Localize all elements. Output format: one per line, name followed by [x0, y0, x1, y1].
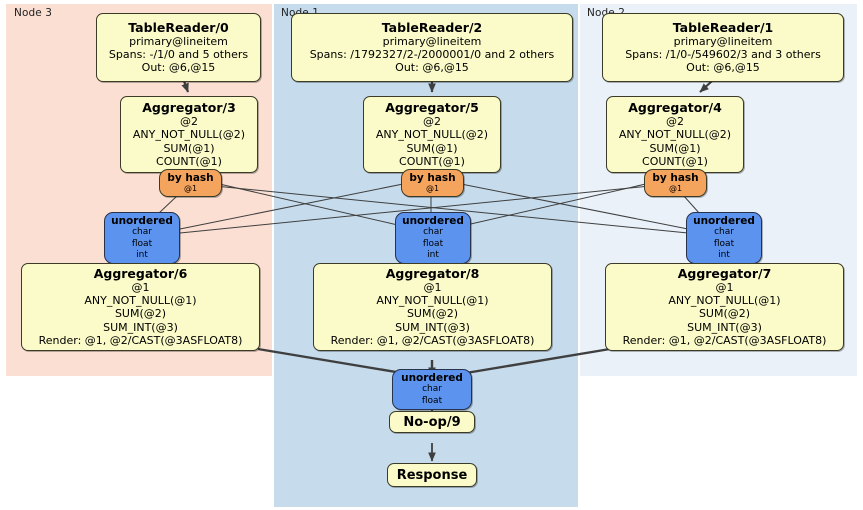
node-line: SUM_INT(@3) — [103, 320, 178, 334]
sync-title: unordered — [111, 214, 173, 227]
sync-title: unordered — [402, 214, 464, 227]
node-line: ANY_NOT_NULL(@2) — [375, 128, 489, 142]
sync-title: unordered — [401, 371, 463, 384]
sync-line: char — [422, 384, 442, 395]
sync-line: char — [132, 227, 152, 237]
node-line: @1 — [131, 280, 150, 294]
sync-line: int — [136, 250, 148, 260]
sync-line: char — [714, 227, 734, 237]
router-title: by hash — [652, 172, 699, 184]
node-line: primary@lineitem — [129, 34, 228, 48]
sync-unordered-right[interactable]: unordered char float int — [686, 212, 762, 264]
sync-line: float — [422, 238, 444, 249]
sync-line: int — [427, 250, 439, 260]
node-response[interactable]: Response — [387, 463, 477, 487]
node-line: @2 — [666, 115, 684, 129]
node-title: No-op/9 — [403, 414, 461, 430]
node-title: Aggregator/5 — [385, 100, 479, 116]
router-title: by hash — [167, 172, 214, 184]
node-title: TableReader/0 — [128, 19, 229, 35]
node-line: @2 — [423, 115, 441, 129]
node-line: @1 — [423, 280, 442, 294]
router-line: @1 — [425, 184, 440, 193]
node-line: Out: @6,@15 — [395, 61, 469, 75]
node-line: SUM(@2) — [698, 307, 751, 321]
router-line: @1 — [668, 184, 683, 193]
node-title: Response — [396, 467, 468, 483]
node-title: TableReader/1 — [672, 19, 774, 35]
node-line: primary@lineitem — [382, 34, 482, 48]
node-title: Aggregator/6 — [93, 265, 188, 281]
node-line: COUNT(@1) — [642, 154, 708, 168]
node-line: Spans: /1/0-/549602/3 and 3 others — [625, 47, 821, 61]
node-aggregator-5[interactable]: Aggregator/5 @2 ANY_NOT_NULL(@2) SUM(@1)… — [363, 96, 501, 173]
node-line: SUM(@2) — [406, 307, 459, 321]
node-line: SUM(@1) — [163, 141, 215, 155]
panel-label-node-3: Node 3 — [14, 7, 53, 19]
node-line: SUM_INT(@3) — [687, 320, 762, 334]
node-line: Out: @6,@15 — [686, 61, 760, 75]
node-line: SUM(@2) — [114, 307, 167, 321]
sync-unordered-final[interactable]: unordered char float — [392, 369, 472, 410]
sync-line: float — [713, 238, 735, 249]
node-line: SUM(@1) — [406, 141, 458, 155]
sync-line: float — [421, 395, 443, 406]
sync-line: int — [718, 250, 730, 260]
node-line: ANY_NOT_NULL(@1) — [668, 294, 781, 308]
node-line: COUNT(@1) — [156, 154, 222, 168]
node-line: ANY_NOT_NULL(@2) — [132, 128, 246, 142]
node-noop-9[interactable]: No-op/9 — [389, 411, 475, 433]
sync-line: float — [131, 238, 153, 249]
node-title: Aggregator/8 — [385, 265, 480, 281]
node-line: SUM(@1) — [649, 141, 701, 155]
node-line: Spans: /1792327/2-/2000001/0 and 2 other… — [309, 47, 555, 61]
node-title: Aggregator/7 — [677, 265, 772, 281]
node-line: Render: @1, @2/CAST(@3ASFLOAT8) — [38, 333, 243, 347]
router-by-hash-center[interactable]: by hash @1 — [401, 169, 464, 197]
node-line: ANY_NOT_NULL(@1) — [376, 294, 489, 308]
node-title: TableReader/2 — [381, 19, 483, 35]
sync-title: unordered — [693, 214, 755, 227]
sync-line: char — [423, 227, 443, 237]
node-line: ANY_NOT_NULL(@1) — [84, 294, 197, 308]
router-by-hash-right[interactable]: by hash @1 — [644, 169, 707, 197]
node-aggregator-7[interactable]: Aggregator/7 @1 ANY_NOT_NULL(@1) SUM(@2)… — [605, 263, 844, 351]
node-aggregator-4[interactable]: Aggregator/4 @2 ANY_NOT_NULL(@2) SUM(@1)… — [606, 96, 744, 173]
node-title: Aggregator/3 — [142, 100, 236, 116]
node-line: @2 — [180, 115, 198, 129]
node-line: Render: @1, @2/CAST(@3ASFLOAT8) — [622, 333, 827, 347]
node-line: Out: @6,@15 — [141, 61, 216, 75]
node-aggregator-6[interactable]: Aggregator/6 @1 ANY_NOT_NULL(@1) SUM(@2)… — [21, 263, 260, 351]
node-tablereader-1[interactable]: TableReader/1 primary@lineitem Spans: /1… — [602, 13, 844, 82]
node-line: SUM_INT(@3) — [395, 320, 470, 334]
node-line: primary@lineitem — [673, 34, 773, 48]
router-line: @1 — [183, 184, 198, 193]
sync-unordered-left[interactable]: unordered char float int — [104, 212, 180, 264]
node-line: COUNT(@1) — [399, 154, 465, 168]
sync-unordered-center[interactable]: unordered char float int — [395, 212, 471, 264]
router-by-hash-left[interactable]: by hash @1 — [159, 169, 222, 197]
node-line: Render: @1, @2/CAST(@3ASFLOAT8) — [330, 333, 535, 347]
node-line: Spans: -/1/0 and 5 others — [108, 47, 249, 61]
node-aggregator-8[interactable]: Aggregator/8 @1 ANY_NOT_NULL(@1) SUM(@2)… — [313, 263, 552, 351]
node-tablereader-2[interactable]: TableReader/2 primary@lineitem Spans: /1… — [291, 13, 573, 82]
node-aggregator-3[interactable]: Aggregator/3 @2 ANY_NOT_NULL(@2) SUM(@1)… — [120, 96, 258, 173]
router-title: by hash — [409, 172, 456, 184]
node-title: Aggregator/4 — [628, 100, 722, 116]
node-line: ANY_NOT_NULL(@2) — [618, 128, 732, 142]
node-line: @1 — [715, 280, 734, 294]
node-tablereader-0[interactable]: TableReader/0 primary@lineitem Spans: -/… — [96, 13, 261, 82]
